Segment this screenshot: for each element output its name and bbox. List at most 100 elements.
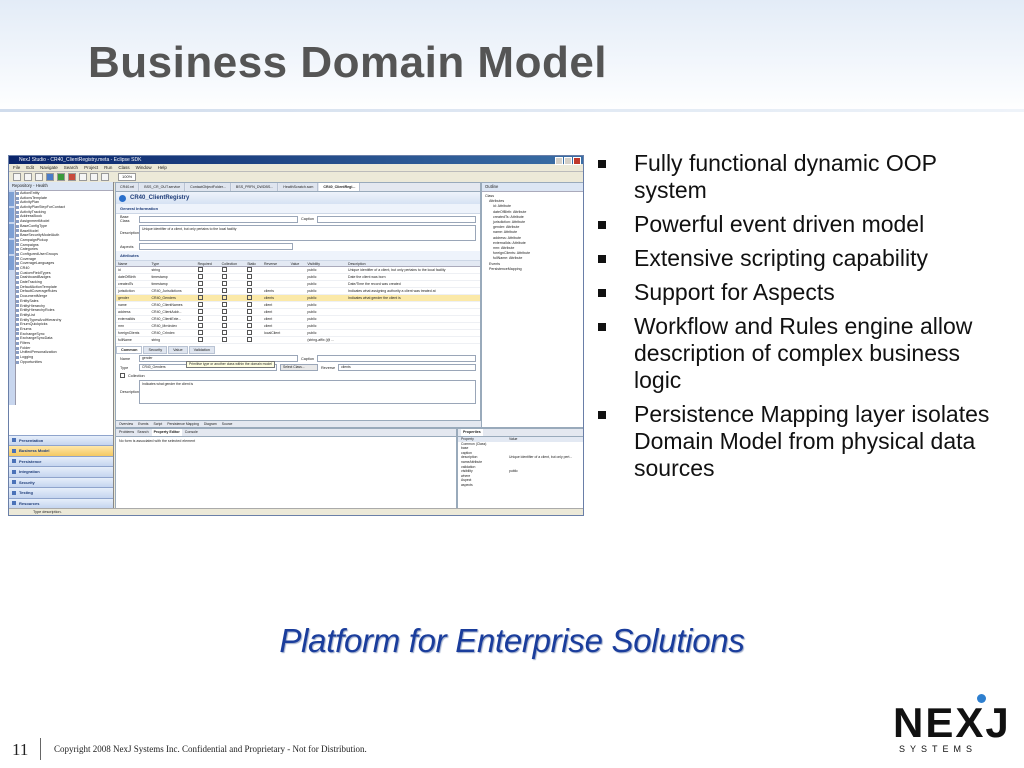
- attribute-checkbox[interactable]: [247, 281, 253, 286]
- reverse-field[interactable]: clients: [338, 364, 477, 371]
- repository-item[interactable]: ExchangeSync: [16, 332, 112, 337]
- attribute-checkbox[interactable]: [197, 337, 203, 342]
- attribute-checkbox[interactable]: [197, 309, 203, 314]
- attribute-checkbox[interactable]: [221, 267, 227, 272]
- property-row[interactable]: aspects: [458, 483, 583, 488]
- attribute-checkbox[interactable]: [247, 330, 253, 335]
- attributes-column-header[interactable]: Value: [288, 261, 306, 267]
- attributes-column-header[interactable]: Required: [195, 261, 220, 267]
- caption-field[interactable]: [317, 215, 476, 223]
- repository-item[interactable]: AddressBook: [16, 214, 112, 219]
- outline-item[interactable]: fullName: Attribute: [493, 256, 523, 261]
- menu-run[interactable]: Run: [104, 165, 113, 170]
- outline-item[interactable]: jurisdiction: Attribute: [493, 220, 526, 225]
- repository-item[interactable]: EntityHierarchyRoles: [16, 308, 112, 313]
- repository-item[interactable]: ConfiguredUserGroups: [16, 252, 112, 257]
- menu-file[interactable]: File: [13, 165, 21, 170]
- repository-item[interactable]: Campaigns: [16, 243, 112, 248]
- editor-tab[interactable]: HealthScratch.scm: [279, 183, 319, 191]
- editor-tab[interactable]: CR40.rel: [116, 183, 140, 191]
- attributes-column-header[interactable]: Type: [149, 261, 196, 267]
- repository-item[interactable]: AssignmentModel: [16, 219, 112, 224]
- repository-item[interactable]: EntityList: [16, 313, 112, 318]
- repository-item[interactable]: EntityTypesAndHierarchy: [16, 318, 112, 323]
- repository-item[interactable]: CampaignPickup: [16, 238, 112, 243]
- back-icon[interactable]: [90, 173, 98, 181]
- menu-project[interactable]: Project: [84, 165, 99, 170]
- attribute-checkbox[interactable]: [221, 309, 227, 314]
- new-icon[interactable]: [13, 173, 21, 181]
- property-row[interactable]: base: [458, 446, 583, 451]
- bottom-tab-property-editor[interactable]: Property Editor: [151, 429, 182, 436]
- collection-checkbox[interactable]: [120, 373, 125, 378]
- outline-item[interactable]: Class: [485, 194, 494, 198]
- close-icon[interactable]: [573, 157, 581, 165]
- attribute-checkbox[interactable]: [221, 295, 227, 300]
- attribute-checkbox[interactable]: [247, 302, 253, 307]
- menu-help[interactable]: Help: [157, 165, 167, 170]
- outline-item[interactable]: createdTs: Attribute: [493, 214, 524, 219]
- attribute-checkbox[interactable]: [197, 323, 203, 328]
- outline-item[interactable]: dateOfBirth: Attribute: [493, 209, 527, 214]
- menu-search[interactable]: Search: [63, 165, 79, 170]
- attribute-checkbox[interactable]: [247, 316, 253, 321]
- repository-tab[interactable]: Repository - Health: [9, 182, 113, 191]
- category-testing[interactable]: Testing: [9, 487, 113, 498]
- repository-item[interactable]: DashboardBadges: [16, 275, 112, 280]
- attribute-tab-security[interactable]: Security: [143, 346, 168, 354]
- zoom-select[interactable]: 100%: [118, 173, 137, 181]
- vtab-enumerations[interactable]: [9, 208, 14, 222]
- vtab-flows[interactable]: [9, 224, 14, 238]
- attribute-checkbox[interactable]: [247, 309, 253, 314]
- property-row[interactable]: caption: [458, 451, 583, 456]
- outline-item[interactable]: foreignClients: Attribute: [493, 251, 531, 256]
- repository-item[interactable]: Filters: [16, 341, 112, 346]
- bottom-tab-console[interactable]: Console: [184, 430, 198, 434]
- repository-item[interactable]: ActionEntity: [16, 191, 112, 196]
- attribute-checkbox[interactable]: [197, 281, 203, 286]
- attributes-column-header[interactable]: Collection: [219, 261, 246, 267]
- category-presentation[interactable]: Presentation: [9, 434, 113, 445]
- menu-class[interactable]: Class: [118, 165, 130, 170]
- editor-page-tab[interactable]: Persistence Mapping: [167, 422, 199, 426]
- outline-tab[interactable]: Outline: [482, 183, 583, 192]
- aspects-field[interactable]: [139, 243, 293, 250]
- attr-description-field[interactable]: Indicates what gender the client is: [139, 380, 476, 404]
- bottom-tab-search[interactable]: Search: [137, 430, 149, 434]
- repository-item[interactable]: Folder: [16, 346, 112, 351]
- print-icon[interactable]: [35, 173, 43, 181]
- attribute-checkbox[interactable]: [197, 288, 203, 293]
- category-resources[interactable]: Resources: [9, 497, 113, 508]
- base-class-field[interactable]: [139, 215, 298, 223]
- save-icon[interactable]: [24, 173, 32, 181]
- repository-item[interactable]: ActivityTracking: [16, 210, 112, 215]
- outline-item[interactable]: PersistenceMapping: [489, 266, 522, 271]
- outline-item[interactable]: Events: [489, 261, 500, 266]
- repository-item[interactable]: Enums: [16, 327, 112, 332]
- menu-edit[interactable]: Edit: [26, 165, 35, 170]
- outline-item[interactable]: id: Attribute: [493, 204, 511, 209]
- vtab-services[interactable]: [9, 240, 14, 254]
- attribute-checkbox[interactable]: [221, 288, 227, 293]
- repository-item[interactable]: CustomFieldTypes: [16, 271, 112, 276]
- description-field[interactable]: Unique identifier of a client, but only …: [139, 225, 476, 241]
- editor-page-tab[interactable]: Overview: [119, 422, 134, 426]
- attr-caption-field[interactable]: [317, 355, 476, 362]
- attribute-checkbox[interactable]: [221, 330, 227, 335]
- editor-page-tab[interactable]: Source: [221, 422, 233, 426]
- outline-item[interactable]: gender: Attribute: [493, 225, 520, 230]
- attribute-checkbox[interactable]: [197, 302, 203, 307]
- menu-window[interactable]: Window: [135, 165, 152, 170]
- property-row[interactable]: nameAttribute: [458, 460, 583, 465]
- attributes-column-header[interactable]: Description: [346, 261, 480, 267]
- outline-item[interactable]: mrn: Attribute: [493, 246, 515, 251]
- attribute-checkbox[interactable]: [197, 267, 203, 272]
- repository-item[interactable]: DocumentMerge: [16, 294, 112, 299]
- outline-item[interactable]: Attributes: [489, 199, 505, 204]
